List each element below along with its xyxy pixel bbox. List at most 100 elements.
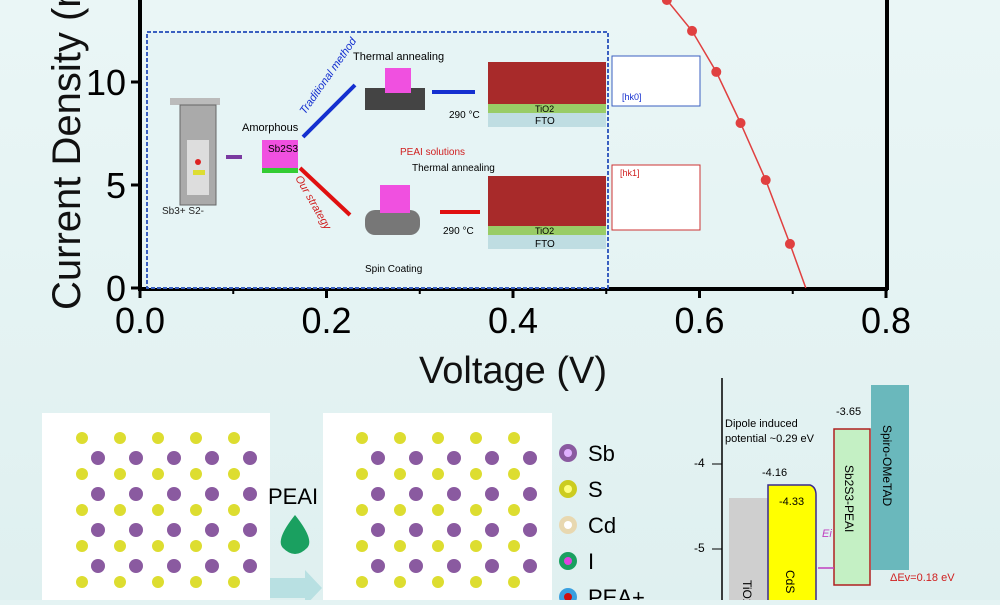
s-atom xyxy=(394,432,406,444)
legend-label: S xyxy=(588,477,603,502)
s-atom xyxy=(152,432,164,444)
s-atom xyxy=(470,504,482,516)
s-atom xyxy=(76,468,88,480)
data-point xyxy=(687,25,698,36)
sb-atom xyxy=(485,523,499,537)
spiro-layer-label: Spiro-OMeTAD xyxy=(880,425,894,506)
cds-layer-label: CdS xyxy=(783,570,797,593)
sb-atom xyxy=(371,559,385,573)
sb-atom xyxy=(205,487,219,501)
sb-atom xyxy=(485,451,499,465)
s-atom xyxy=(114,432,126,444)
spiro-layer xyxy=(871,385,909,570)
x-tick-label: 0.4 xyxy=(488,300,538,341)
s-atom xyxy=(228,540,240,552)
sb-atom xyxy=(485,559,499,573)
sb-atom xyxy=(167,523,181,537)
right-arrow-icon xyxy=(270,570,322,605)
hotplate-icon xyxy=(365,88,425,110)
sb-atom xyxy=(447,451,461,465)
autoclave-icon xyxy=(170,98,220,206)
value-365: -3.65 xyxy=(836,406,861,418)
sb-atom xyxy=(167,451,181,465)
s-atom xyxy=(356,504,368,516)
band-diagram: -4 -5 TiO2 CdS Sb2S3-PEAI Spiro-OMeTAD D… xyxy=(694,378,955,605)
inset-schematic: Sb3+ S2- Amorphous Sb2S3 Traditional met… xyxy=(146,31,701,289)
legend-label: I xyxy=(588,549,594,574)
arrow-traditional xyxy=(301,83,357,139)
amorphous-label: Amorphous xyxy=(242,122,299,134)
jv-curve xyxy=(666,0,807,289)
y-tick-label: 0 xyxy=(106,268,126,309)
s-atom xyxy=(470,540,482,552)
sb-atom xyxy=(523,451,537,465)
s-atom xyxy=(114,468,126,480)
s-atom xyxy=(152,468,164,480)
s-atom xyxy=(356,576,368,588)
peai-label: PEAI xyxy=(268,484,318,509)
tio2-layer-label: TiO2 xyxy=(740,580,754,600)
s-atom xyxy=(356,540,368,552)
sb-atom xyxy=(447,559,461,573)
fto-bottom: FTO xyxy=(535,239,555,250)
sb-atom xyxy=(91,523,105,537)
band-ytick: -5 xyxy=(694,541,705,555)
s-atom xyxy=(152,540,164,552)
s-atom xyxy=(76,504,88,516)
ions-label: Sb3+ S2- xyxy=(162,206,204,217)
s-atom xyxy=(470,468,482,480)
spin-coater-icon xyxy=(365,210,420,235)
delta-ev-label: ΔEv=0.18 eV xyxy=(890,572,955,584)
x-tick-label: 0.0 xyxy=(115,300,165,341)
s-atom xyxy=(394,468,406,480)
s-atom xyxy=(114,540,126,552)
s-atom xyxy=(394,576,406,588)
s-atom xyxy=(228,432,240,444)
s-atom xyxy=(508,504,520,516)
sb-atom xyxy=(91,451,105,465)
dipole-label-2: potential ~0.29 eV xyxy=(725,433,815,445)
fto-top: FTO xyxy=(535,116,555,127)
sb-atom xyxy=(243,523,257,537)
y-axis-label: Current Density (m xyxy=(45,0,89,310)
x-tick-label: 0.6 xyxy=(674,300,724,341)
s-atom xyxy=(152,504,164,516)
sb2s3-label: Sb2S3 xyxy=(268,144,298,155)
s-atom xyxy=(356,468,368,480)
sb-atom xyxy=(167,559,181,573)
sb-atom xyxy=(409,523,423,537)
sb-atom xyxy=(523,487,537,501)
data-point xyxy=(735,117,746,128)
hk0-label: [hk0] xyxy=(622,92,642,102)
s-atom xyxy=(432,540,444,552)
s-atom xyxy=(508,576,520,588)
x-tick-label: 0.2 xyxy=(301,300,351,341)
sb2s3-peai-layer xyxy=(833,428,871,586)
thermal-annealing-bottom: Thermal annealing xyxy=(412,163,495,174)
s-atom xyxy=(114,576,126,588)
sb-atom xyxy=(91,487,105,501)
sb-atom xyxy=(485,487,499,501)
s-atom xyxy=(432,576,444,588)
x-axis-label: Voltage (V) xyxy=(419,350,607,392)
x-tick-label: 0.8 xyxy=(861,300,911,341)
s-atom xyxy=(470,576,482,588)
spin-coating-label: Spin Coating xyxy=(365,264,422,275)
legend-label: PEA+ xyxy=(588,585,645,600)
s-atom xyxy=(356,432,368,444)
sb-atom xyxy=(371,487,385,501)
s-atom xyxy=(228,468,240,480)
data-point xyxy=(784,238,795,249)
sb-atom xyxy=(409,559,423,573)
s-atom xyxy=(432,468,444,480)
ei-label: Ei xyxy=(822,528,832,540)
peai-solutions-label: PEAI solutions xyxy=(400,147,465,158)
amorphous-film xyxy=(262,140,298,168)
s-atom xyxy=(394,540,406,552)
hk1-crystal xyxy=(611,164,701,231)
s-atom xyxy=(470,432,482,444)
sb-atom xyxy=(523,559,537,573)
sb-atom xyxy=(205,559,219,573)
